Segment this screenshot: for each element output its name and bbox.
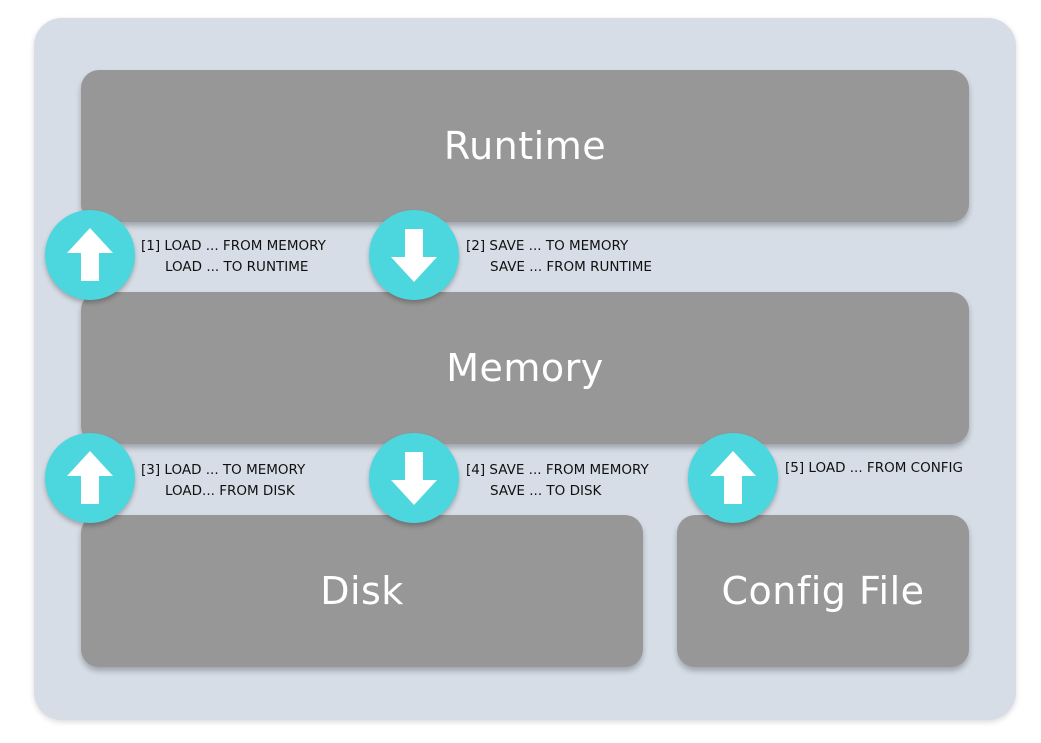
runtime-layer: Runtime bbox=[81, 70, 969, 222]
up-arrow-icon bbox=[67, 228, 113, 281]
disk-layer: Disk bbox=[81, 515, 643, 667]
step-5-note: [5] LOAD ... FROM CONFIG bbox=[785, 458, 963, 479]
memory-layer: Memory bbox=[81, 292, 969, 444]
step-2-line-2: SAVE ... FROM RUNTIME bbox=[490, 259, 652, 275]
step-1-line-1: [1] LOAD ... FROM MEMORY bbox=[141, 238, 326, 254]
step-3-note: [3] LOAD ... TO MEMORY LOAD... FROM DISK bbox=[141, 460, 305, 502]
step-1-badge bbox=[45, 210, 135, 300]
runtime-label: Runtime bbox=[443, 124, 607, 168]
down-arrow-icon bbox=[391, 452, 437, 505]
step-5-badge bbox=[688, 433, 778, 523]
step-1-note: [1] LOAD ... FROM MEMORY LOAD ... TO RUN… bbox=[141, 236, 326, 278]
step-4-note: [4] SAVE ... FROM MEMORY SAVE ... TO DIS… bbox=[466, 460, 649, 502]
step-3-badge bbox=[45, 433, 135, 523]
step-3-line-2: LOAD... FROM DISK bbox=[165, 483, 295, 499]
step-2-line-1: [2] SAVE ... TO MEMORY bbox=[466, 238, 629, 254]
step-4-line-2: SAVE ... TO DISK bbox=[490, 483, 602, 499]
step-4-badge bbox=[369, 433, 459, 523]
config-file-layer: Config File bbox=[677, 515, 969, 667]
step-4-line-1: [4] SAVE ... FROM MEMORY bbox=[466, 462, 649, 478]
step-3-line-1: [3] LOAD ... TO MEMORY bbox=[141, 462, 306, 478]
step-2-note: [2] SAVE ... TO MEMORY SAVE ... FROM RUN… bbox=[466, 236, 652, 278]
step-1-line-2: LOAD ... TO RUNTIME bbox=[165, 259, 309, 275]
memory-label: Memory bbox=[446, 346, 604, 390]
up-arrow-icon bbox=[67, 451, 113, 504]
config-file-label: Config File bbox=[721, 569, 925, 613]
disk-label: Disk bbox=[320, 569, 404, 613]
step-5-line-1: [5] LOAD ... FROM CONFIG bbox=[785, 460, 963, 476]
step-2-badge bbox=[369, 210, 459, 300]
up-arrow-icon bbox=[710, 451, 756, 504]
down-arrow-icon bbox=[391, 229, 437, 282]
